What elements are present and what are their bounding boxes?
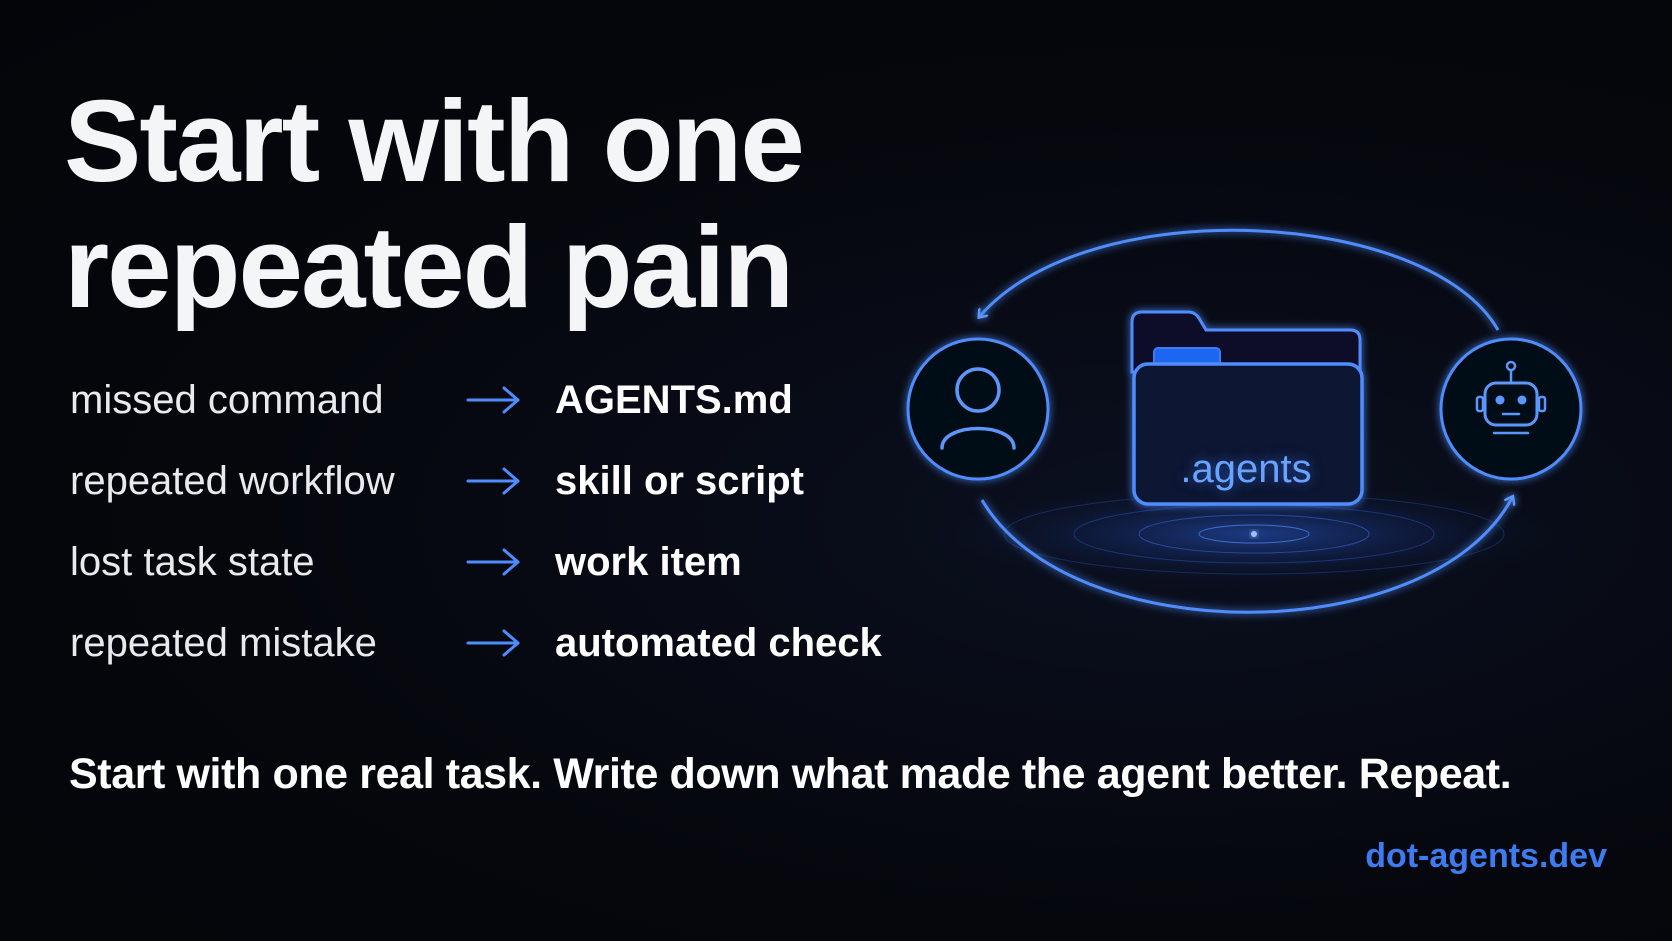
website-url[interactable]: dot-agents.dev	[1365, 837, 1607, 875]
fix-label: work item	[555, 540, 742, 584]
arrow-right-icon	[466, 548, 520, 576]
person-icon	[906, 337, 1050, 481]
title-line-2: repeated pain	[64, 202, 794, 332]
arrow-right-icon	[466, 467, 520, 495]
robot-icon	[1439, 337, 1583, 481]
pain-label: repeated workflow	[70, 459, 395, 503]
list-item: repeated workflow skill or script	[70, 451, 890, 511]
floor-glow	[934, 482, 1574, 586]
folder-icon	[1130, 310, 1364, 506]
pain-label: lost task state	[70, 540, 315, 584]
fix-label: AGENTS.md	[555, 378, 793, 422]
fix-label: skill or script	[555, 459, 804, 503]
arrow-right-icon	[466, 629, 520, 657]
pain-label: missed command	[70, 378, 384, 422]
fix-label: automated check	[555, 621, 882, 665]
list-item: repeated mistake automated check	[70, 613, 890, 673]
tagline: Start with one real task. Write down wha…	[69, 750, 1512, 798]
pain-label: repeated mistake	[70, 621, 377, 665]
title-line-1: Start with one	[64, 76, 805, 206]
loop-arrows	[980, 228, 1512, 614]
arrow-right-icon	[466, 386, 520, 414]
diagram-graphic	[906, 228, 1583, 614]
folder-label: .agents	[1180, 447, 1312, 491]
agents-loop-diagram: .agents	[870, 200, 1630, 670]
list-item: lost task state work item	[70, 532, 890, 592]
list-item: missed command AGENTS.md	[70, 370, 890, 430]
page-title: Start with one repeated pain	[64, 76, 805, 332]
